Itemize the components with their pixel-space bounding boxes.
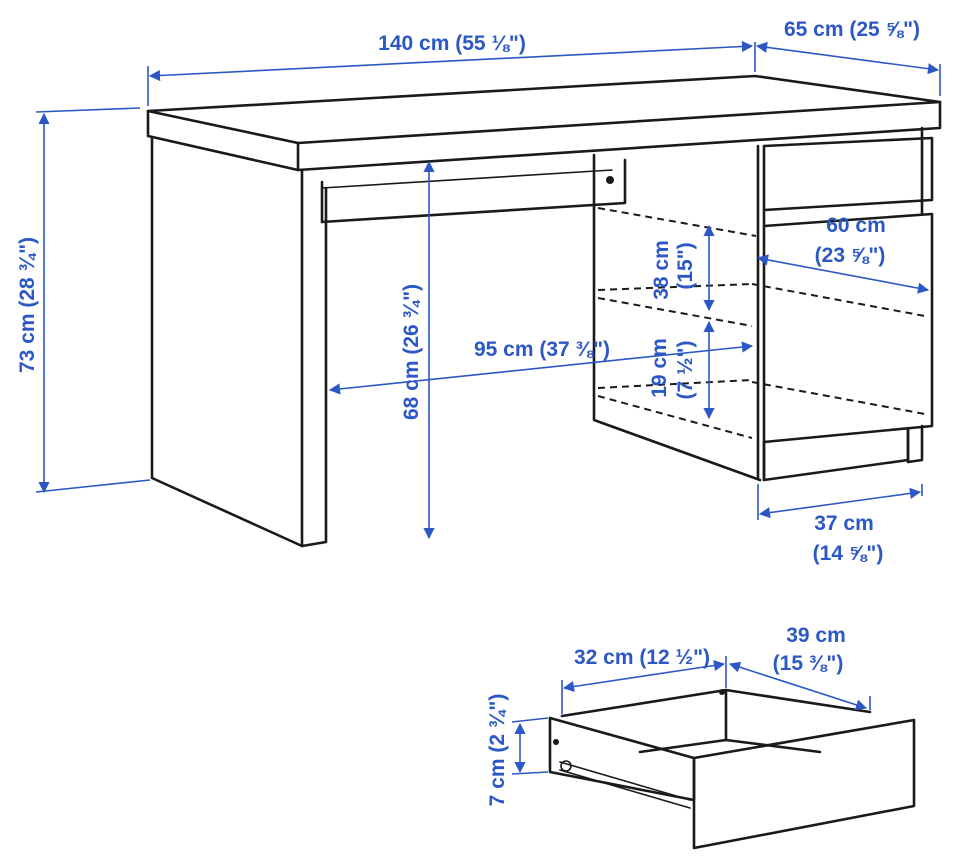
cabinet-side-left (592, 206, 762, 482)
label-desk-depth: 65 cm (25 ⅝") (784, 18, 920, 41)
left-leg-panel (150, 135, 304, 548)
dimension-lines (35, 40, 941, 775)
drawer-back-screw-icon (719, 689, 725, 695)
extension-lines (35, 42, 941, 775)
shelf-top-dashed (597, 207, 757, 237)
shelf-mid-dashed (597, 283, 926, 327)
label-drawer-width: 32 cm (12 ½") (574, 646, 710, 669)
label-cabinet-depth-cm: 60 cm (826, 214, 886, 237)
drawer-drawing (548, 688, 916, 850)
front-rail-top (321, 169, 613, 189)
drawer-front-upper (762, 136, 934, 212)
label-clearance-height: 68 cm (26 ¾") (400, 284, 423, 420)
dim-drawer-depth (728, 661, 868, 711)
drawer-front-panel (692, 718, 916, 850)
rail-screw-icon (606, 176, 614, 184)
dim-desk-width (148, 40, 754, 82)
left-leg-edge (300, 186, 328, 548)
drawer-front-lower (762, 212, 934, 444)
label-cabinet-depth-in: (23 ⅝") (815, 244, 886, 267)
dim-cabinet-width (758, 487, 922, 519)
desktop-side-edge (296, 100, 942, 172)
dim-drawer-width (562, 659, 726, 693)
label-shelf-lower-cm: 19 cm (648, 338, 671, 398)
desk-drawing (146, 74, 942, 548)
desktop-front-edge (146, 109, 300, 172)
front-rail (320, 158, 627, 224)
drawer-screw-icon (553, 739, 559, 745)
drawer-runner (559, 761, 691, 809)
dim-desk-depth (755, 41, 940, 75)
drawer-bottom (638, 738, 822, 754)
label-shelf-upper-in: (15") (674, 242, 697, 289)
dim-clearance-width (328, 341, 754, 395)
dim-cabinet-depth (756, 254, 930, 294)
label-clearance-width: 95 cm (37 ⅜") (474, 338, 610, 361)
label-desk-height: 73 cm (28 ¾") (16, 237, 39, 373)
label-drawer-height: 7 cm (2 ¾") (486, 694, 509, 807)
label-drawer-depth-cm: 39 cm (786, 624, 846, 647)
drawer-wheel-icon (560, 760, 572, 772)
desktop-top (146, 74, 942, 145)
label-desk-width: 140 cm (55 ⅛") (378, 32, 526, 55)
dimension-labels: 140 cm (55 ⅛") 65 cm (25 ⅝") 73 cm (28 ¾… (16, 18, 920, 806)
label-drawer-depth-in: (15 ⅜") (773, 652, 844, 675)
cabinet-foot (906, 424, 924, 464)
label-cabinet-width-in: (14 ⅝") (813, 542, 884, 565)
label-shelf-upper-cm: 38 cm (650, 240, 673, 300)
label-cabinet-width-cm: 37 cm (814, 512, 874, 535)
cabinet-base (762, 428, 910, 482)
label-shelf-lower-in: (7 ½") (674, 341, 697, 400)
